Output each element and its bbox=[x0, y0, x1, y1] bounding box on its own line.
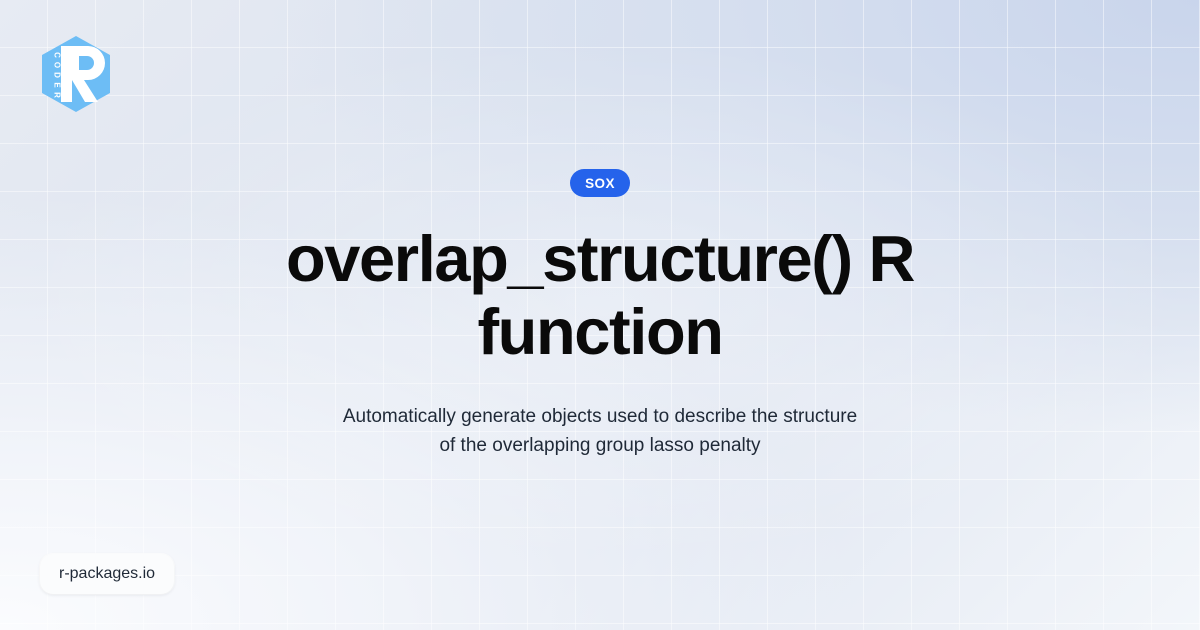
rcoder-hex-logo[interactable]: C O D E R bbox=[38, 34, 114, 114]
svg-text:E: E bbox=[53, 82, 62, 88]
page-title: overlap_structure() R function bbox=[286, 222, 915, 369]
package-badge[interactable]: SOX bbox=[570, 169, 630, 198]
svg-text:O: O bbox=[53, 62, 62, 68]
letter-r-glyph bbox=[61, 46, 105, 102]
coder-vertical-text: C O D E R bbox=[53, 52, 62, 98]
site-footer-chip[interactable]: r-packages.io bbox=[40, 554, 175, 594]
svg-text:R: R bbox=[53, 92, 62, 98]
hexagon-icon: C O D E R bbox=[42, 36, 110, 112]
svg-text:C: C bbox=[53, 52, 62, 58]
svg-text:D: D bbox=[53, 72, 62, 78]
page-subtitle: Automatically generate objects used to d… bbox=[342, 405, 858, 456]
